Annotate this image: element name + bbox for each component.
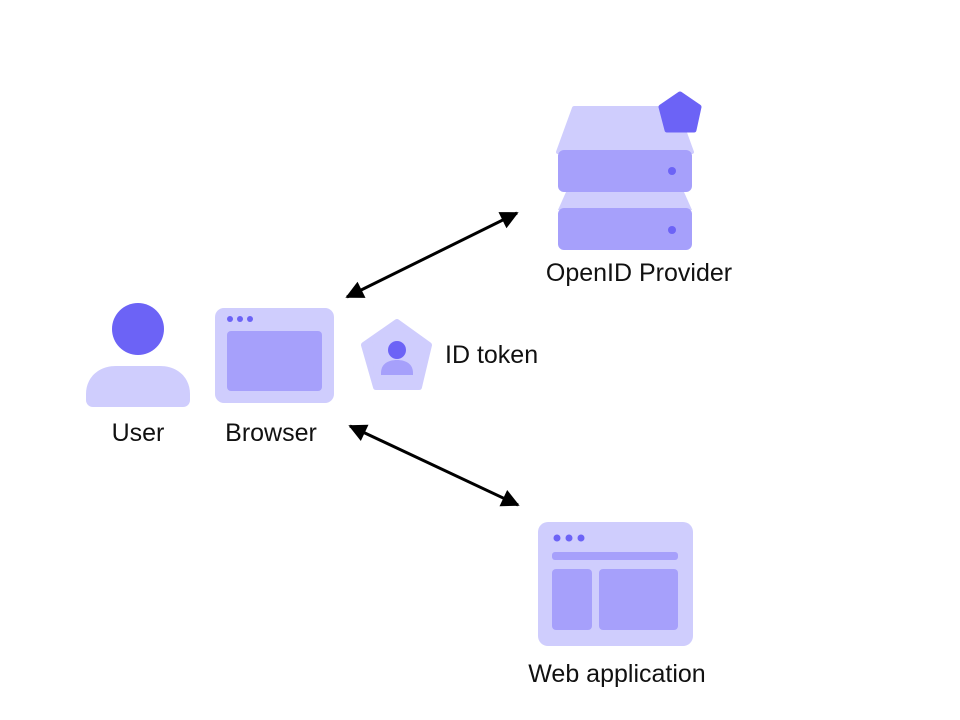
arrow-browser-web-application	[348, 424, 520, 507]
web-application-label: Web application	[528, 660, 706, 688]
id-token-label: ID token	[445, 341, 539, 369]
user-icon	[86, 303, 190, 407]
id-token-badge-icon	[361, 319, 432, 390]
openid-provider-label: OpenID Provider	[545, 259, 733, 287]
server-icon	[556, 91, 702, 250]
user-label: User	[111, 419, 165, 447]
browser-label: Browser	[225, 419, 317, 447]
web-app-window-icon	[538, 522, 693, 646]
browser-window-icon	[215, 308, 334, 403]
arrow-browser-openid-provider	[345, 211, 519, 299]
